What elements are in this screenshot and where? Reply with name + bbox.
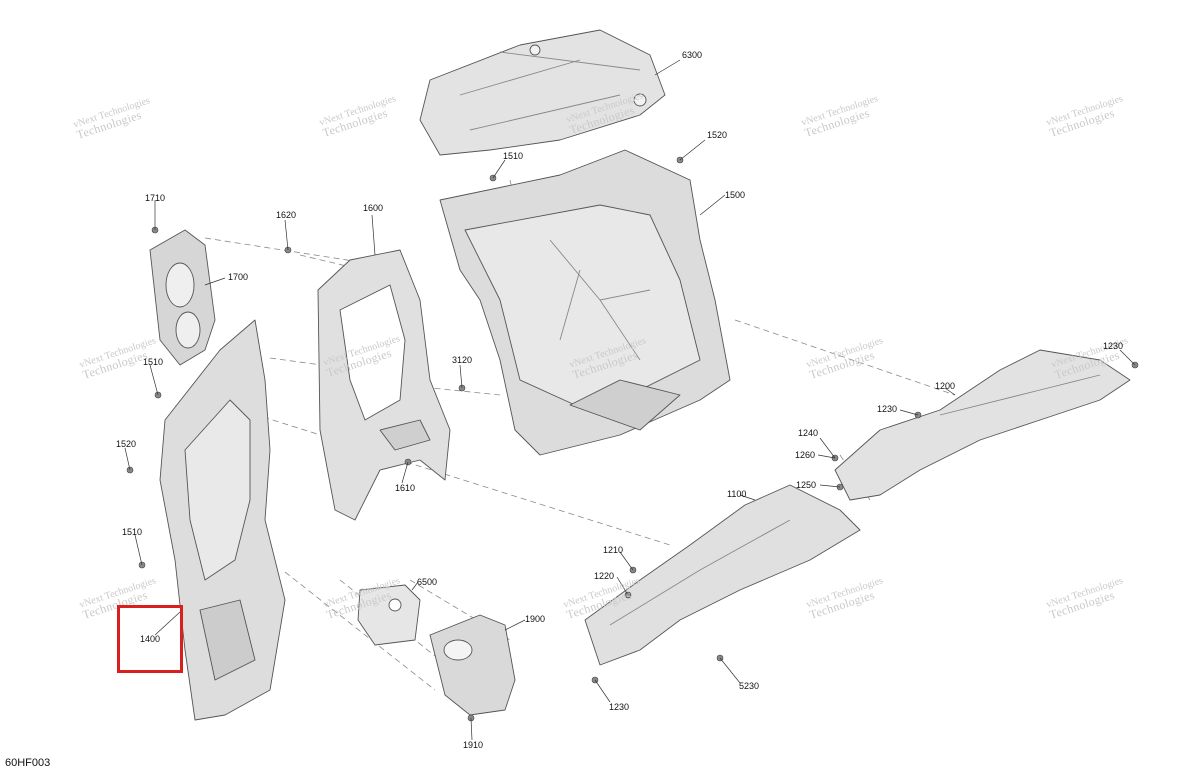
part-label-1510[interactable]: 1510 [122,527,143,537]
part-6300-cover [419,29,666,156]
part-1700-vent [149,229,216,366]
part-label-1700[interactable]: 1700 [228,272,249,282]
part-label-6500[interactable]: 6500 [417,577,438,587]
part-label-1610[interactable]: 1610 [395,483,416,493]
part-1200-rail [834,349,1131,501]
part-label-1200[interactable]: 1200 [935,381,956,391]
part-label-6300[interactable]: 6300 [682,50,703,60]
part-label-1510[interactable]: 1510 [503,151,524,161]
part-6500-bracket [357,584,421,646]
part-label-1600[interactable]: 1600 [363,203,384,213]
drawing-code: 60HF003 [5,757,51,769]
part-label-1210[interactable]: 1210 [603,545,624,555]
part-label-1260[interactable]: 1260 [795,450,816,460]
callout-leader-lines [124,59,1136,741]
part-label-1500[interactable]: 1500 [725,190,746,200]
part-label-1100[interactable]: 1100 [727,489,747,499]
part-label-1520[interactable]: 1520 [707,130,728,140]
part-1100-rail [584,484,861,666]
part-1400-side-panel [159,319,286,721]
selected-part-highlight [117,605,183,673]
part-label-1620[interactable]: 1620 [276,210,297,220]
part-label-1230[interactable]: 1230 [609,702,630,712]
part-1600-panel [317,249,451,521]
part-label-1220[interactable]: 1220 [594,571,615,581]
part-label-1240[interactable]: 1240 [798,428,819,438]
part-label-5230[interactable]: 5230 [739,681,760,691]
part-label-1900[interactable]: 1900 [525,614,546,624]
part-label-1400[interactable]: 1400 [140,634,161,644]
part-label-3120[interactable]: 3120 [452,355,473,365]
part-1500-liner [439,149,731,456]
part-1900-filler [429,614,516,716]
part-label-1710[interactable]: 1710 [145,193,166,203]
part-label-1520[interactable]: 1520 [116,439,137,449]
part-label-1510[interactable]: 1510 [143,357,164,367]
part-label-1230[interactable]: 1230 [1103,341,1124,351]
part-label-1250[interactable]: 1250 [796,480,817,490]
part-label-1910[interactable]: 1910 [463,740,484,750]
part-label-1230[interactable]: 1230 [877,404,898,414]
